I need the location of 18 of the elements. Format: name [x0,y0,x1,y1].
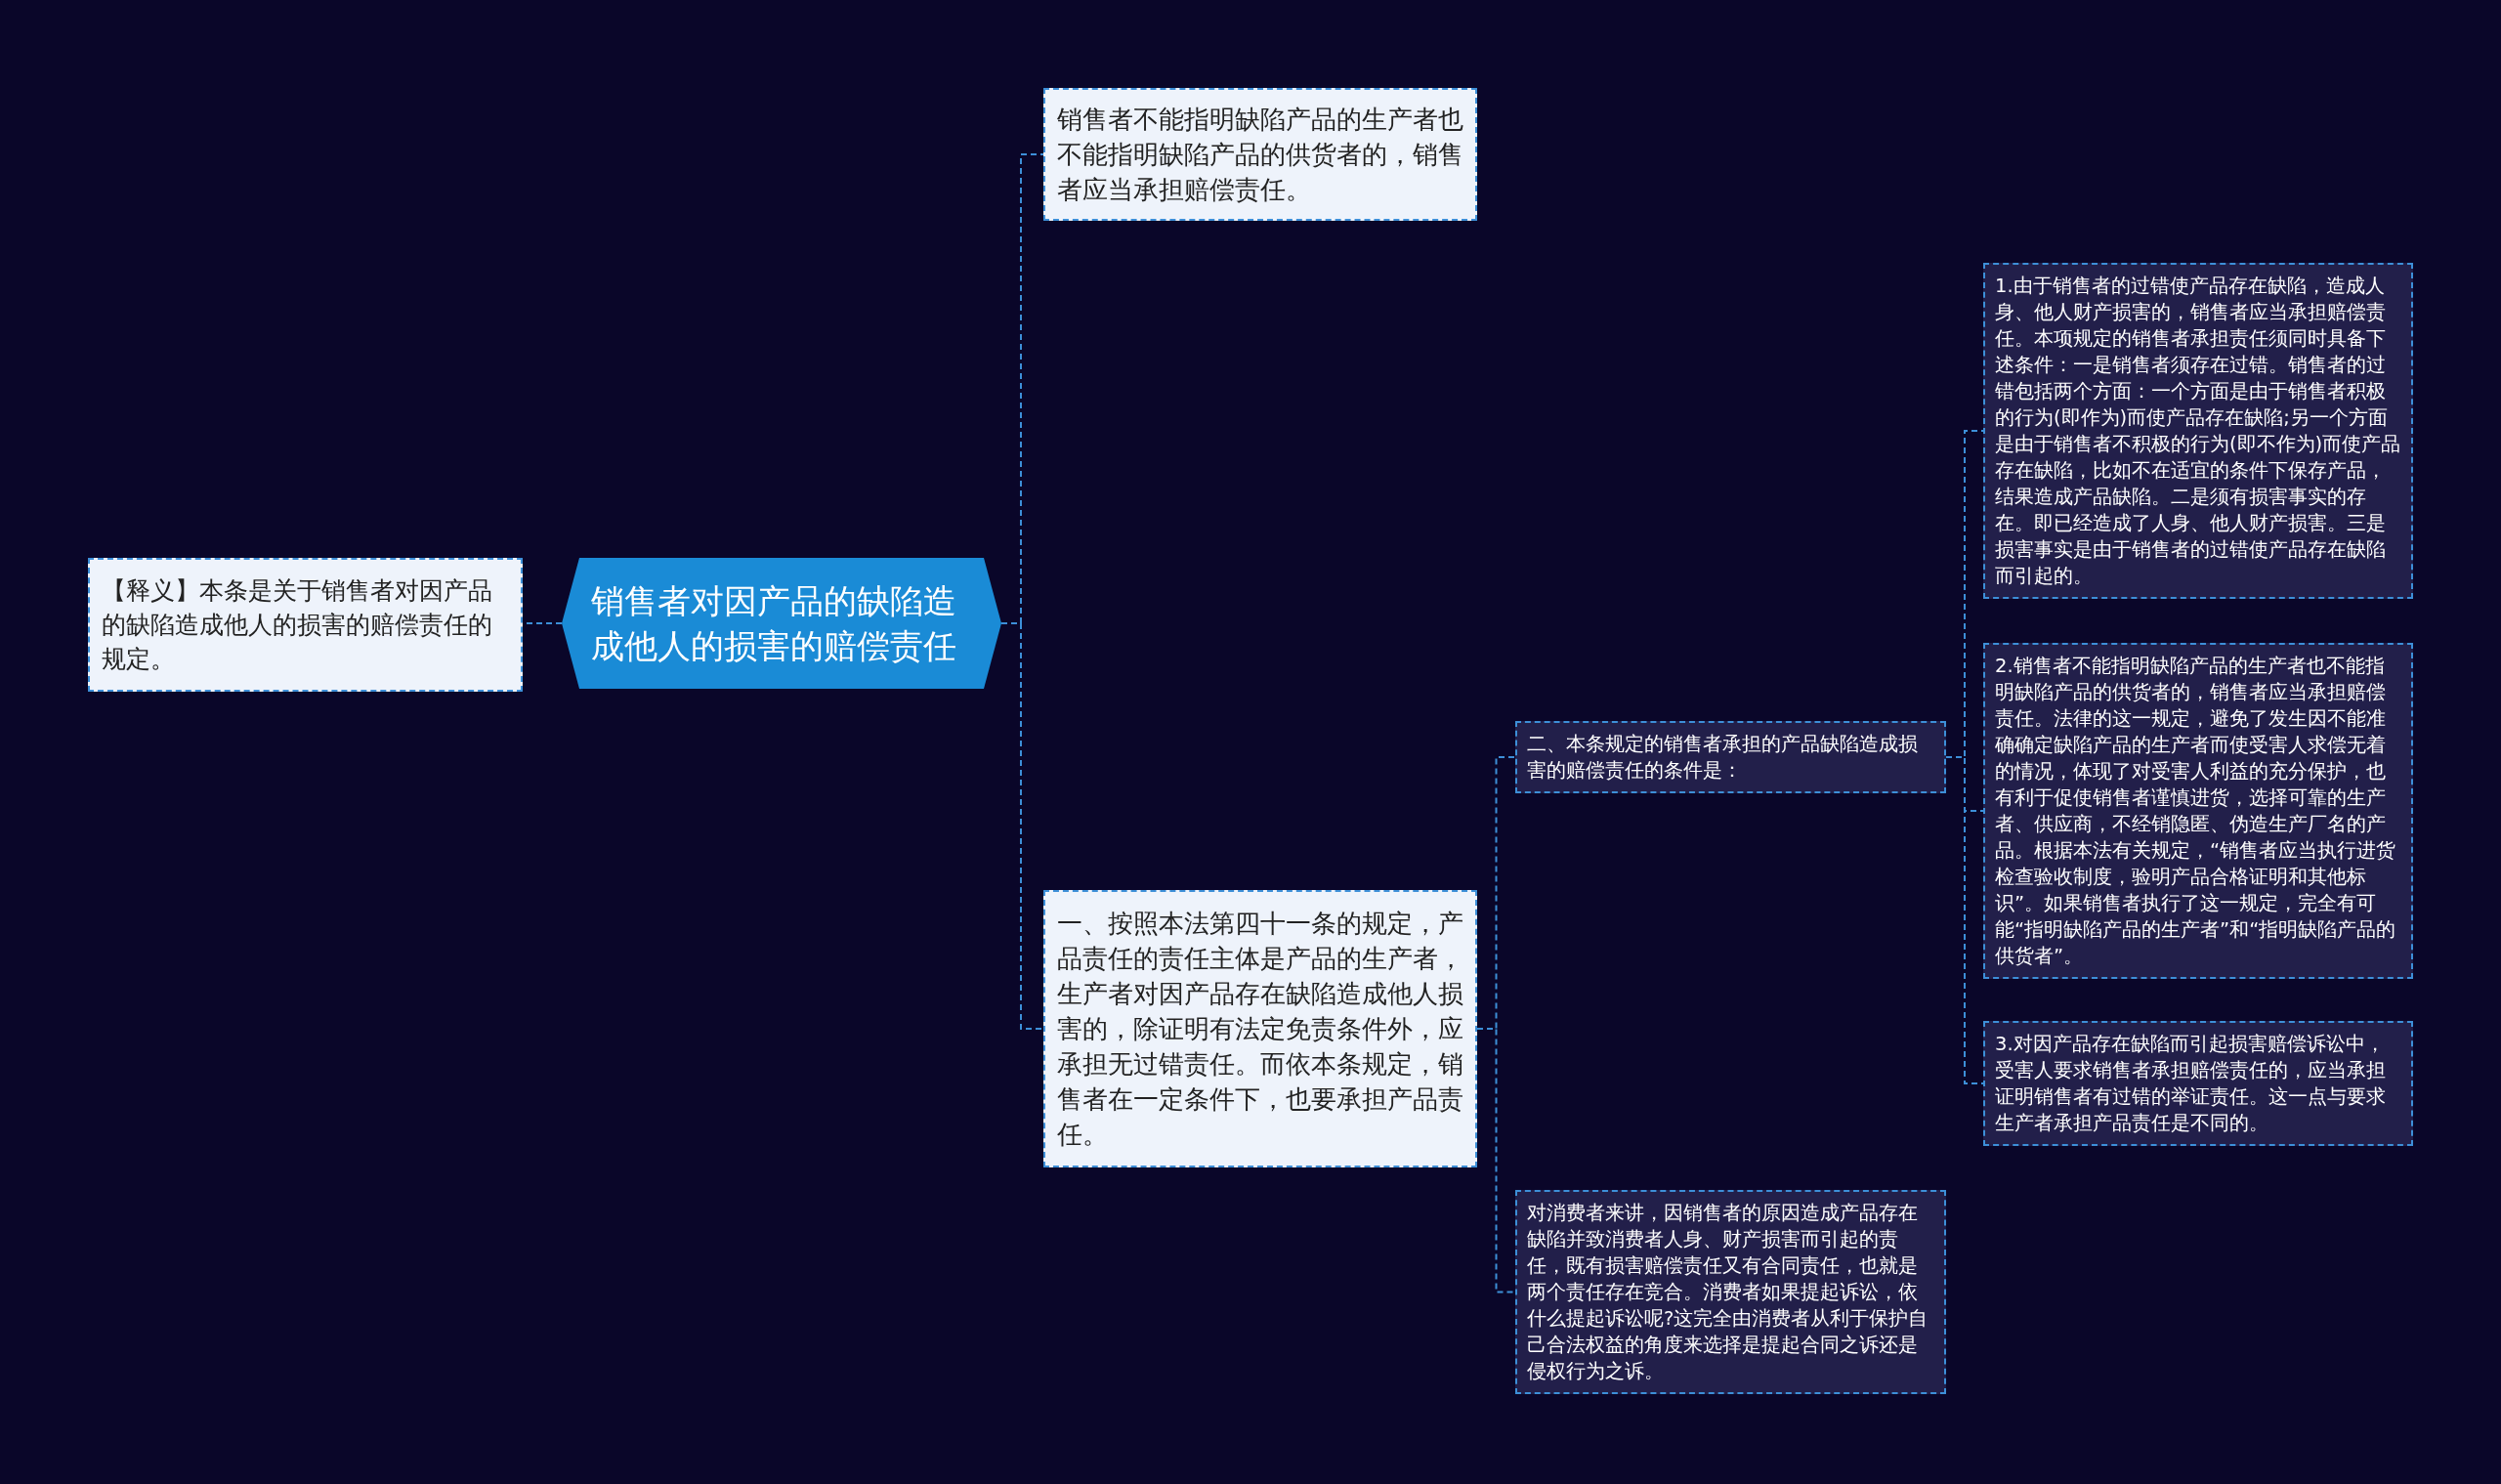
box-text: 二、本条规定的销售者承担的产品缺陷造成损害的赔偿责任的条件是： [1527,732,1919,784]
branch-box [1043,890,1477,1167]
note-box [88,558,523,692]
detail-box [1515,1190,1946,1394]
box-text: 一、按照本法第四十一条的规定，产品责任的责任主体是产品的生产者，生产者对因产品存在缺陷造成他人损害的，除证明有法定免责条件外，应承担无过错责任。而依本条规定，销售者在一定条件下，也要承担产品责任。 [1057,908,1463,1151]
branch-box [1515,721,1946,793]
box-text: 2.销售者不能指明缺陷产品的生产者也不能指明缺陷产品的供货者的，销售者应当承担赔偿责任。法律的这一规定，避免了发生因不能准确确定缺陷产品的生产者而使受害人求偿无着的情况，体现了对受害人利益的充分保护，也有利于促使销售者谨慎进货，选择可靠的生产者、供应商，不经销隐匿、伪造生产厂名的产品。根据本法有关规定，“销售者应当执行进货检查验收制度，验明产品合格证明和其他标识”。如果销售者执行了这一规定，完全有可能“指明缺陷产品的生产者”和“指明缺陷产品的供货者”。 [1995,654,2397,969]
connector-line [1476,1028,1516,1293]
detail-box [1983,1021,2413,1146]
box-text: 1.由于销售者的过错使产品存在缺陷，造成人身、他人财产损害的，销售者应当承担赔偿责任。本项规定的销售者承担责任须同时具备下述条件：一是销售者须存在过错。销售者的过错包括两个方面：一个方面是由于销售者积极的行为(即作为)而使产品存在缺陷;另一个方面是由于销售者不积极的行为(即不作为)而使产品存在缺陷，比如不在适宜的条件下保存产品，结果造成产品缺陷。二是须有损害事实的存在。即已经造成了人身、他人财产损害。三是损害事实是由于销售者的过错使产品存在缺陷而引起的。 [1995,274,2401,589]
box-text: 【释义】本条是关于销售者对因产品的缺陷造成他人的损害的赔偿责任的规定。 [102,575,493,675]
box-text: 销售者不能指明缺陷产品的生产者也不能指明缺陷产品的供货者的，销售者应当承担赔偿责任。 [1057,104,1463,206]
box-text: 对消费者来讲，因销售者的原因造成产品存在缺陷并致消费者人身、财产损害而引起的责任，既有损害赔偿责任又有合同责任，也就是两个责任存在竞合。消费者如果提起诉讼，依什么提起诉讼呢?这完全由消费者从利于保护自己合法权益的角度来选择是提起合同之诉还是侵权行为之诉。 [1527,1201,1929,1384]
box-text: 3.对因产品存在缺陷而引起损害赔偿诉讼中，受害人要求销售者承担赔偿责任的，应当承担证明销售者有过错的举证责任。这一点与要求生产者承担产品责任是不同的。 [1995,1032,2387,1136]
topic-hexagon [562,558,1001,689]
branch-box [1043,88,1477,221]
topic-text: 销售者对因产品的缺陷造成他人的损害的赔偿责任 [591,580,957,667]
connector-line [1945,756,1984,1084]
